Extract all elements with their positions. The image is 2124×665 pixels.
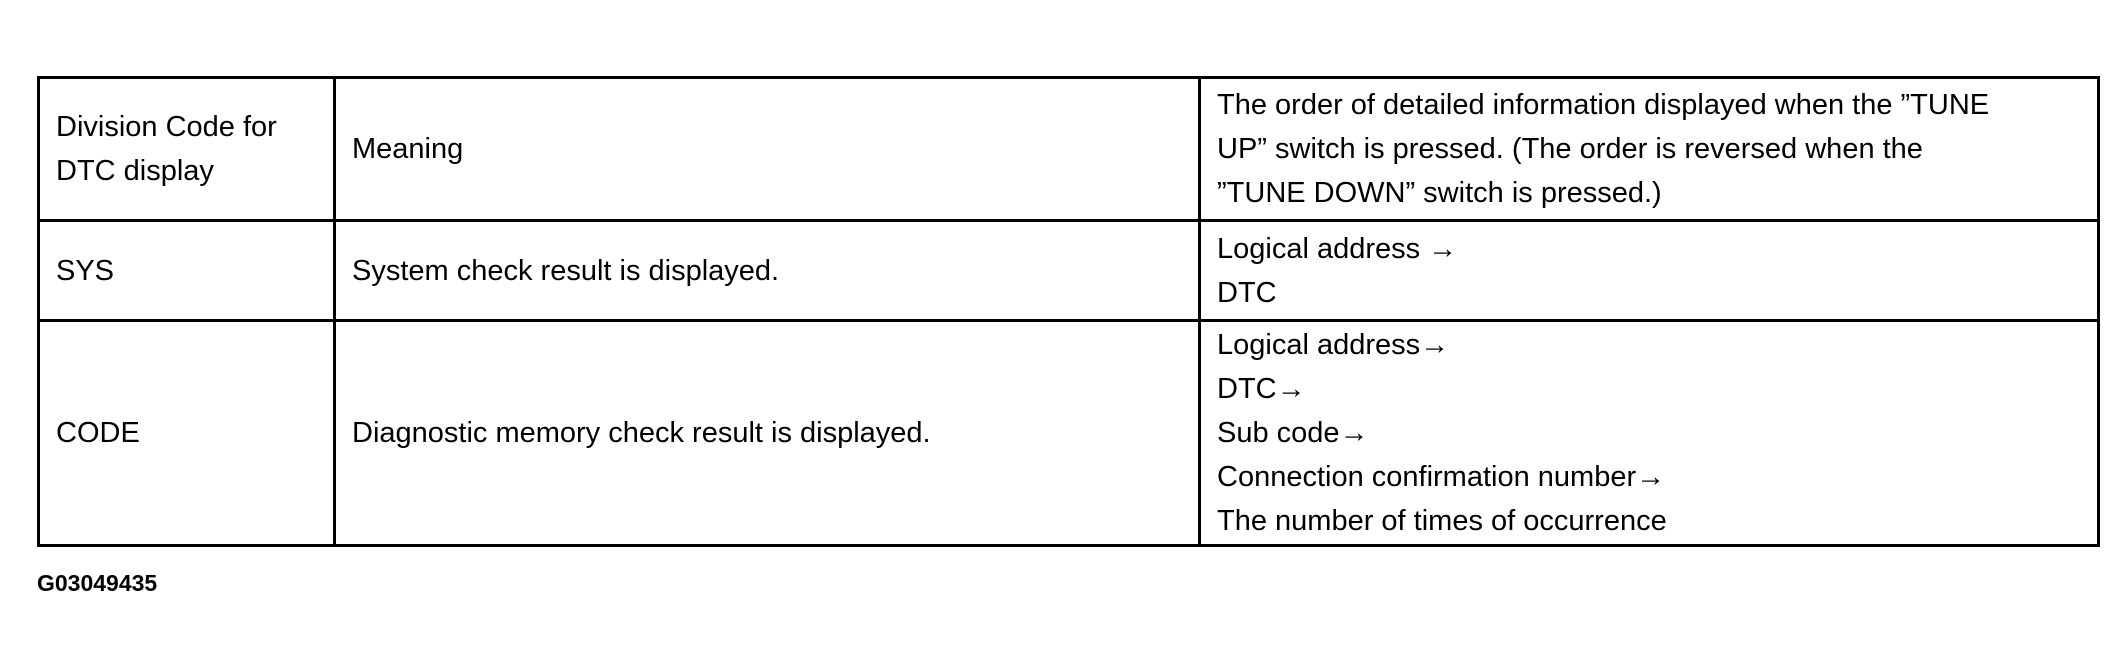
header-division-line: Division Code for <box>56 111 277 143</box>
header-order-line: The order of detailed information displa… <box>1217 89 1990 121</box>
header-meaning: Meaning <box>333 76 1201 222</box>
header-division-line: DTC display <box>56 155 214 187</box>
order-line: Connection confirmation number→ <box>1217 461 1666 493</box>
order-line: Logical address → <box>1217 232 1458 265</box>
table-row: SYS System check result is displayed. Lo… <box>37 219 2100 322</box>
header-order-line: UP” switch is pressed. (The order is rev… <box>1217 133 1923 165</box>
division-code-cell: CODE <box>37 319 336 547</box>
header-order: The order of detailed information displa… <box>1198 76 2100 222</box>
order-line: DTC→ <box>1217 373 1306 405</box>
header-order-line: ”TUNE DOWN” switch is pressed.) <box>1217 177 1662 209</box>
table-header-row: Division Code for DTC display Meaning Th… <box>37 76 2100 222</box>
division-code-cell: SYS <box>37 219 336 322</box>
dtc-division-table: Division Code for DTC display Meaning Th… <box>37 76 2100 547</box>
figure-id: G03049435 <box>37 570 158 596</box>
meaning-cell: Diagnostic memory check result is displa… <box>333 319 1201 547</box>
order-cell: Logical address → DTC <box>1198 219 2100 322</box>
order-line: Sub code→ <box>1217 417 1369 449</box>
order-line: DTC <box>1217 276 1277 309</box>
meaning-cell: System check result is displayed. <box>333 219 1201 322</box>
order-line: The number of times of occurrence <box>1217 505 1667 537</box>
order-line: Logical address→ <box>1217 329 1450 361</box>
header-division-code: Division Code for DTC display <box>37 76 336 222</box>
order-cell: Logical address→ DTC→ Sub code→ Connecti… <box>1198 319 2100 547</box>
table-row: CODE Diagnostic memory check result is d… <box>37 319 2100 547</box>
